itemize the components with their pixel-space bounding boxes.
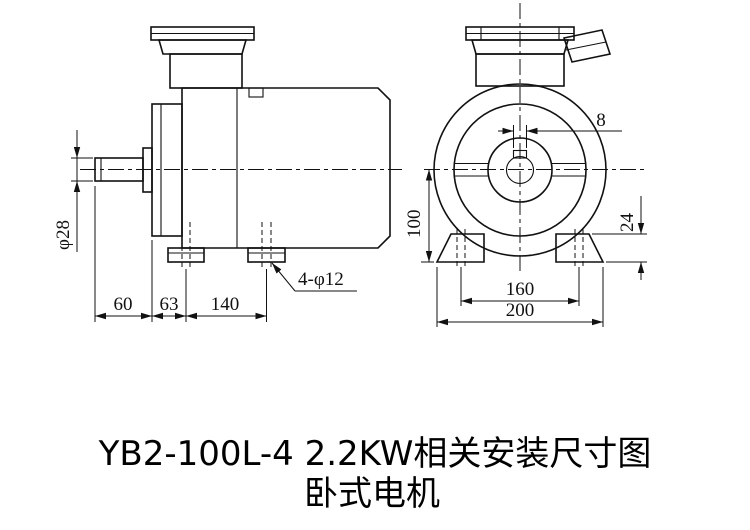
dim-foot-height-label: 24 xyxy=(617,213,638,233)
front-view-dim-key-width: 8 xyxy=(498,110,622,148)
shaft-section xyxy=(505,155,535,185)
side-view-motor-body xyxy=(142,87,391,249)
dim-shaft-diameter-label: φ28 xyxy=(53,220,74,250)
side-view-terminal-box xyxy=(150,26,255,89)
front-view-dim-center-height: 100 xyxy=(404,169,434,263)
front-view-feet xyxy=(435,229,605,267)
dim-foot-hole-spacing-label: 140 xyxy=(211,294,240,315)
front-view: 8 100 24 160 200 xyxy=(404,3,648,327)
dim-foot-holes-label: 4-φ12 xyxy=(298,269,344,290)
side-view-dims-bottom: 60 63 140 xyxy=(94,186,267,322)
dim-key-width-label: 8 xyxy=(596,110,606,131)
front-view-body-circles xyxy=(433,83,607,257)
dim-shaft-to-foot-label: 63 xyxy=(160,294,179,315)
drawing-subtitle: 卧式电机 xyxy=(304,474,440,514)
side-view: φ28 60 63 140 4-φ12 xyxy=(53,26,402,322)
dim-foot-hole-span-label: 160 xyxy=(506,279,535,300)
dim-shaft-length-label: 60 xyxy=(114,294,133,315)
drawing-title: YB2-100L-4 2.2KW相关安装尺寸图 xyxy=(98,434,652,474)
front-view-dims-bottom: 160 200 xyxy=(436,267,604,327)
dim-base-width-label: 200 xyxy=(506,300,535,321)
front-view-dim-foot-height: 24 xyxy=(592,196,647,280)
front-view-terminal-box xyxy=(465,26,612,87)
side-view-dim-foot-holes: 4-φ12 xyxy=(271,262,357,292)
keyway xyxy=(512,149,528,159)
side-view-feet xyxy=(167,222,286,267)
dim-center-height-label: 100 xyxy=(404,210,425,239)
conduit-box xyxy=(562,29,612,63)
side-view-dim-shaft-diameter: φ28 xyxy=(53,130,93,252)
